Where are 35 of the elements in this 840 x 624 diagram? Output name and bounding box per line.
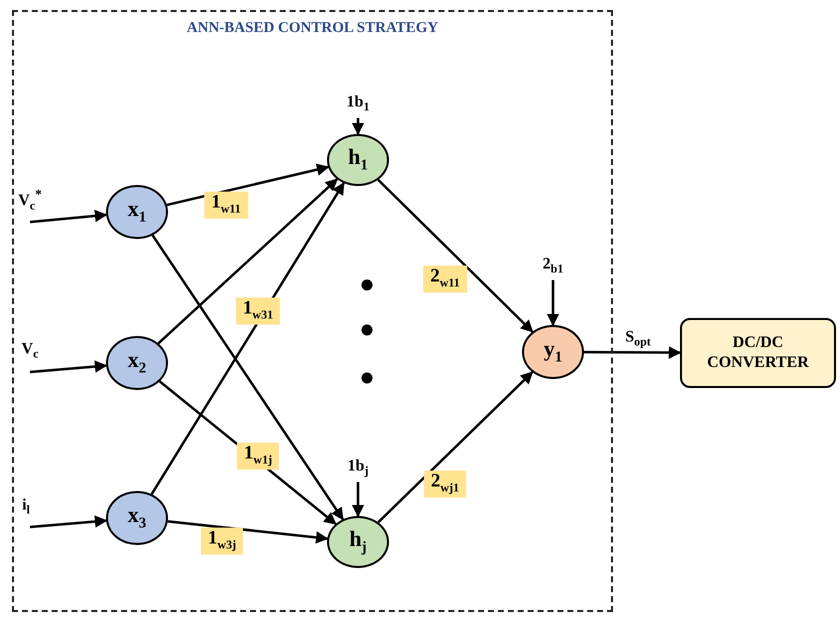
connection-arrow (166, 164, 330, 206)
signal-label: S$_{opt}$ (623, 328, 653, 350)
input-arrow (352, 482, 364, 518)
node-label: x$_{1}$ (128, 196, 146, 227)
weight-label: 1$_{w1j}$ (236, 442, 280, 470)
input-arrow (30, 515, 108, 528)
weight-label: 2$_{w11}$ (423, 266, 467, 292)
input-arrow (352, 118, 364, 136)
node-label: DC/DC CONVERTER (706, 333, 810, 373)
converter-box (680, 318, 836, 388)
input-arrow (30, 360, 108, 374)
connection-arrow (152, 234, 344, 520)
node-label: x$_{2}$ (128, 347, 146, 378)
weight-label: 1$_{w31}$ (236, 298, 280, 324)
node-label: h$_{1}$ (348, 144, 368, 175)
connection-arrow (584, 346, 682, 359)
input-neuron (106, 336, 168, 390)
connection-arrow (157, 178, 338, 344)
signal-label: 1b$_{j}$ (346, 457, 370, 479)
weight-label: 1$_{w11}$ (204, 192, 248, 218)
connection-arrow (168, 520, 328, 544)
node-label: y$_{1}$ (544, 336, 562, 367)
node-label: x$_{3}$ (128, 502, 146, 533)
output-neuron (522, 325, 584, 379)
connection-arrow (377, 178, 534, 333)
weight-label: 2$_{wj1}$ (424, 470, 466, 498)
node-label: h$_{j}$ (349, 526, 367, 557)
hidden-neuron (327, 516, 389, 568)
connection-arrow (377, 371, 534, 524)
group-heading: ANN-BASED CONTROL STRATEGY (186, 20, 440, 37)
connection-arrow (150, 182, 345, 495)
input-arrow (546, 280, 560, 326)
hidden-neuron (327, 134, 389, 186)
input-arrow (30, 210, 108, 224)
weight-label: 1$_{w3j}$ (200, 528, 244, 554)
